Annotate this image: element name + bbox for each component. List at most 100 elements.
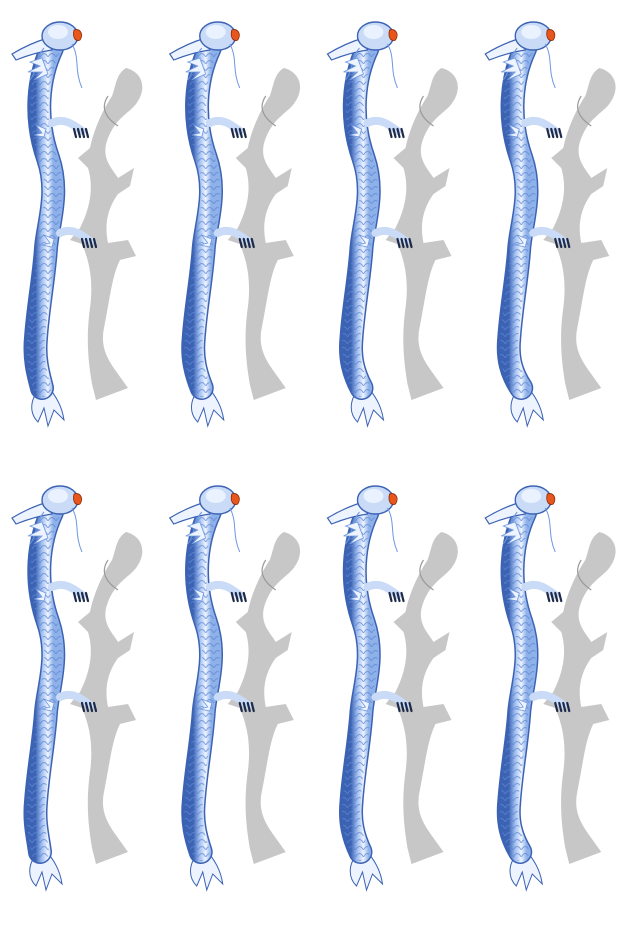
dragon-front-leg	[349, 116, 405, 139]
dragon-claw	[242, 127, 247, 139]
sprite-frame-6	[168, 485, 301, 892]
dragon-claw	[408, 701, 413, 713]
dragon-mane	[343, 521, 365, 545]
dragon-claw	[250, 237, 255, 249]
dragon-claw	[562, 701, 567, 713]
dragon-hind-leg	[199, 226, 255, 249]
dragon-claw	[550, 127, 555, 139]
dragon-claw	[242, 701, 247, 713]
dragon-head	[11, 485, 83, 553]
dragon-claw	[396, 237, 401, 249]
sprite-frame-4	[484, 21, 616, 428]
dragon-mane	[185, 521, 207, 545]
dragon-eye	[230, 493, 240, 505]
dragon-head	[168, 21, 241, 89]
dragon-claw	[230, 127, 235, 139]
dragon-mane	[27, 521, 49, 545]
dragon-shadow	[227, 532, 301, 864]
dragon-claw	[238, 127, 243, 139]
dragon-eye	[388, 493, 398, 505]
dragon-head	[326, 21, 398, 89]
dragon-claw	[400, 237, 405, 249]
dragon-whisker	[71, 507, 83, 553]
shadow-whisker	[577, 95, 592, 127]
shadow-whisker	[577, 559, 592, 591]
dragon-shadow	[70, 68, 143, 400]
dragon-claw	[72, 127, 78, 139]
dragon-whisker	[387, 43, 398, 89]
dragon-shadow	[227, 68, 301, 400]
dragon-claw	[88, 701, 94, 713]
dragon-claw	[88, 237, 94, 249]
dragon-claw	[84, 591, 90, 603]
dragon-claw	[238, 701, 243, 713]
dragon-mane	[185, 57, 207, 81]
dragon-claw	[80, 591, 86, 603]
dragon-claw	[388, 591, 393, 603]
dragon-claw	[404, 237, 409, 249]
dragon-claw	[250, 701, 255, 713]
dragon-claw	[242, 591, 247, 603]
dragon-claw	[558, 701, 563, 713]
dragon-claw	[396, 701, 401, 713]
dragon-claw	[554, 237, 559, 249]
dragon-shadow	[70, 532, 143, 864]
dragon-claw	[84, 701, 90, 713]
dragon-claw	[404, 701, 409, 713]
dragon-front-leg	[507, 116, 563, 139]
shadow-whisker	[419, 559, 434, 591]
dragon-claw	[80, 127, 86, 139]
dragon-front-leg	[191, 116, 247, 139]
dragon-claw	[246, 701, 251, 713]
dragon-claw	[558, 591, 563, 603]
dragon-claw	[558, 127, 563, 139]
dragon-hind-leg	[357, 226, 413, 249]
dragon-claw	[558, 237, 563, 249]
dragon-claw	[242, 237, 247, 249]
dragon-claw	[234, 591, 239, 603]
dragon-claw	[76, 127, 82, 139]
dragon-shadow	[543, 532, 616, 864]
dragon-head	[11, 21, 83, 89]
dragon-eye	[388, 29, 398, 41]
dragon-shadow	[385, 68, 458, 400]
dragon-whisker	[229, 507, 241, 553]
sprite-frame-5	[11, 485, 143, 892]
dragon-claw	[554, 701, 559, 713]
dragon-claw	[84, 127, 90, 139]
dragon-front-leg	[507, 580, 563, 603]
dragon-shadow	[543, 68, 616, 400]
dragon-claw	[84, 237, 90, 249]
dragon-claw	[396, 127, 401, 139]
shadow-whisker	[103, 95, 119, 127]
shadow-whisker	[419, 95, 434, 127]
dragon-head	[484, 21, 556, 89]
dragon-hind-leg	[357, 690, 413, 713]
dragon-whisker	[71, 43, 83, 89]
dragon-claw	[230, 591, 235, 603]
sprite-frame-2	[168, 21, 301, 428]
dragon-claw	[396, 591, 401, 603]
dragon-mane	[27, 57, 49, 81]
sprite-frame-1	[11, 21, 143, 428]
dragon-front-leg	[33, 580, 90, 603]
dragon-whisker	[387, 507, 398, 553]
dragon-claw	[550, 591, 555, 603]
dragon-claw	[392, 591, 397, 603]
dragon-shadow	[385, 532, 458, 864]
dragon-claw	[388, 127, 393, 139]
dragon-front-leg	[33, 116, 90, 139]
dragon-claw	[92, 237, 98, 249]
dragon-eye	[546, 29, 556, 41]
shadow-whisker	[261, 559, 277, 591]
dragon-head	[326, 485, 398, 553]
dragon-hind-leg	[199, 690, 255, 713]
shadow-whisker	[103, 559, 119, 591]
dragon-claw	[400, 591, 405, 603]
dragon-claw	[72, 591, 78, 603]
dragon-head	[168, 485, 241, 553]
dragon-hind-leg	[515, 226, 571, 249]
dragon-claw	[92, 701, 98, 713]
dragon-claw	[554, 591, 559, 603]
